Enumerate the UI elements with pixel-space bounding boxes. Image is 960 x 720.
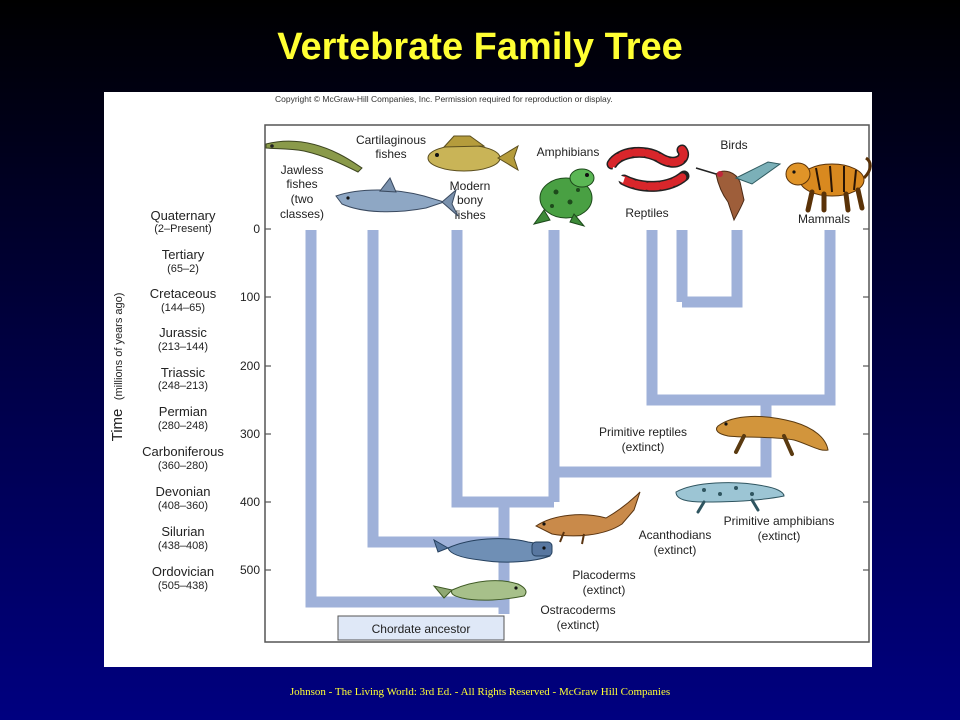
geologic-periods: Quaternary (2–Present) Tertiary (65–2) C… bbox=[142, 208, 224, 592]
period-range: (144–65) bbox=[161, 302, 205, 314]
chordate-ancestor-box bbox=[337, 615, 505, 641]
axis-subtitle: (millions of years ago) bbox=[113, 293, 125, 401]
extinct-labels: Primitive reptiles (extinct) Primitive a… bbox=[540, 425, 834, 632]
bony-label-3: fishes bbox=[454, 208, 485, 222]
jawless-label-2: fishes bbox=[286, 177, 317, 191]
tree-branches bbox=[305, 230, 836, 614]
period-name: Carboniferous bbox=[142, 444, 224, 459]
bony-label-1: Modern bbox=[450, 179, 491, 193]
acanthodians-label: Acanthodians bbox=[639, 528, 712, 542]
snake-illustration bbox=[606, 144, 690, 192]
primitive-amphibians-status: (extinct) bbox=[758, 529, 801, 543]
tick-label: 0 bbox=[253, 222, 260, 236]
primitive-amphibian-illustration bbox=[675, 482, 785, 514]
period-range: (213–144) bbox=[158, 341, 208, 353]
tick-label: 100 bbox=[240, 290, 260, 304]
period-range: (505–438) bbox=[158, 580, 208, 592]
period-name: Quaternary bbox=[150, 208, 216, 223]
primitive-reptile-illustration bbox=[715, 415, 829, 456]
timeline-frame bbox=[264, 124, 870, 643]
reptiles-label: Reptiles bbox=[625, 206, 668, 220]
period-range: (248–213) bbox=[158, 380, 208, 392]
period-range: (408–360) bbox=[158, 500, 208, 512]
primitive-amphibians-label: Primitive amphibians bbox=[724, 514, 835, 528]
hummingbird-illustration bbox=[695, 161, 782, 222]
period-range: (438–408) bbox=[158, 540, 208, 552]
branch-jawless bbox=[305, 230, 510, 614]
birds-label: Birds bbox=[720, 138, 747, 152]
period-name: Ordovician bbox=[152, 564, 214, 579]
primitive-reptiles-status: (extinct) bbox=[622, 440, 665, 454]
branch-birds bbox=[682, 230, 743, 308]
slide-footer: Johnson - The Living World: 3rd Ed. - Al… bbox=[289, 686, 671, 698]
period-name: Devonian bbox=[156, 484, 211, 499]
placoderm-illustration bbox=[433, 538, 553, 563]
period-range: (280–248) bbox=[158, 420, 208, 432]
period-range: (2–Present) bbox=[154, 223, 211, 235]
copyright-notice: Copyright © McGraw-Hill Companies, Inc. … bbox=[275, 94, 613, 104]
period-name: Silurian bbox=[161, 524, 204, 539]
tick-label: 200 bbox=[240, 359, 260, 373]
primitive-reptiles-label: Primitive reptiles bbox=[599, 425, 687, 439]
lamprey-illustration bbox=[265, 140, 363, 173]
tiger-illustration bbox=[785, 156, 872, 213]
branch-bony bbox=[451, 230, 554, 508]
cartilaginous-label-2: fishes bbox=[375, 147, 406, 161]
branch-cartilaginous bbox=[367, 230, 504, 548]
group-labels: Jawless fishes (two classes) Cartilagino… bbox=[280, 133, 850, 226]
period-name: Permian bbox=[159, 404, 207, 419]
period-range: (360–280) bbox=[158, 460, 208, 472]
frog-illustration bbox=[532, 168, 595, 227]
tick-label: 500 bbox=[240, 563, 260, 577]
amphibians-label: Amphibians bbox=[537, 145, 600, 159]
placoderms-status: (extinct) bbox=[583, 583, 626, 597]
acanthodians-status: (extinct) bbox=[654, 543, 697, 557]
ostracoderms-status: (extinct) bbox=[557, 618, 600, 632]
period-name: Cretaceous bbox=[150, 286, 217, 301]
acanthodian-illustration bbox=[535, 491, 641, 545]
time-ticks: 0 100 200 300 400 500 bbox=[240, 222, 260, 577]
period-name: Triassic bbox=[161, 365, 206, 380]
jawless-label-3: (two bbox=[291, 192, 314, 206]
vertebrate-tree-figure: Copyright © McGraw-Hill Companies, Inc. … bbox=[104, 92, 872, 667]
jawless-label-1: Jawless bbox=[281, 163, 324, 177]
mammals-label: Mammals bbox=[798, 212, 850, 226]
period-range: (65–2) bbox=[167, 263, 199, 275]
cartilaginous-label-1: Cartilaginous bbox=[356, 133, 426, 147]
period-name: Jurassic bbox=[159, 325, 207, 340]
tick-marks bbox=[265, 228, 869, 571]
period-name: Tertiary bbox=[162, 247, 205, 262]
ostracoderm-illustration bbox=[432, 580, 527, 601]
tree-svg: Copyright © McGraw-Hill Companies, Inc. … bbox=[109, 94, 872, 643]
ostracoderms-label: Ostracoderms bbox=[540, 603, 615, 617]
tick-label: 300 bbox=[240, 427, 260, 441]
svg-text:Time (millions of years: Time (millions of years ago) bbox=[109, 293, 126, 442]
chordate-ancestor-label: Chordate ancestor bbox=[372, 622, 471, 636]
jawless-label-4: classes) bbox=[280, 207, 324, 221]
branch-amniote bbox=[646, 230, 836, 406]
perch-illustration bbox=[427, 135, 519, 172]
shark-illustration bbox=[335, 177, 459, 217]
time-axis-title: Time (millions of years ago) bbox=[109, 293, 126, 442]
slide-title: Vertebrate Family Tree bbox=[277, 26, 683, 68]
tick-label: 400 bbox=[240, 495, 260, 509]
bony-label-2: bony bbox=[457, 193, 483, 207]
axis-title: Time bbox=[109, 409, 126, 442]
placoderms-label: Placoderms bbox=[572, 568, 635, 582]
